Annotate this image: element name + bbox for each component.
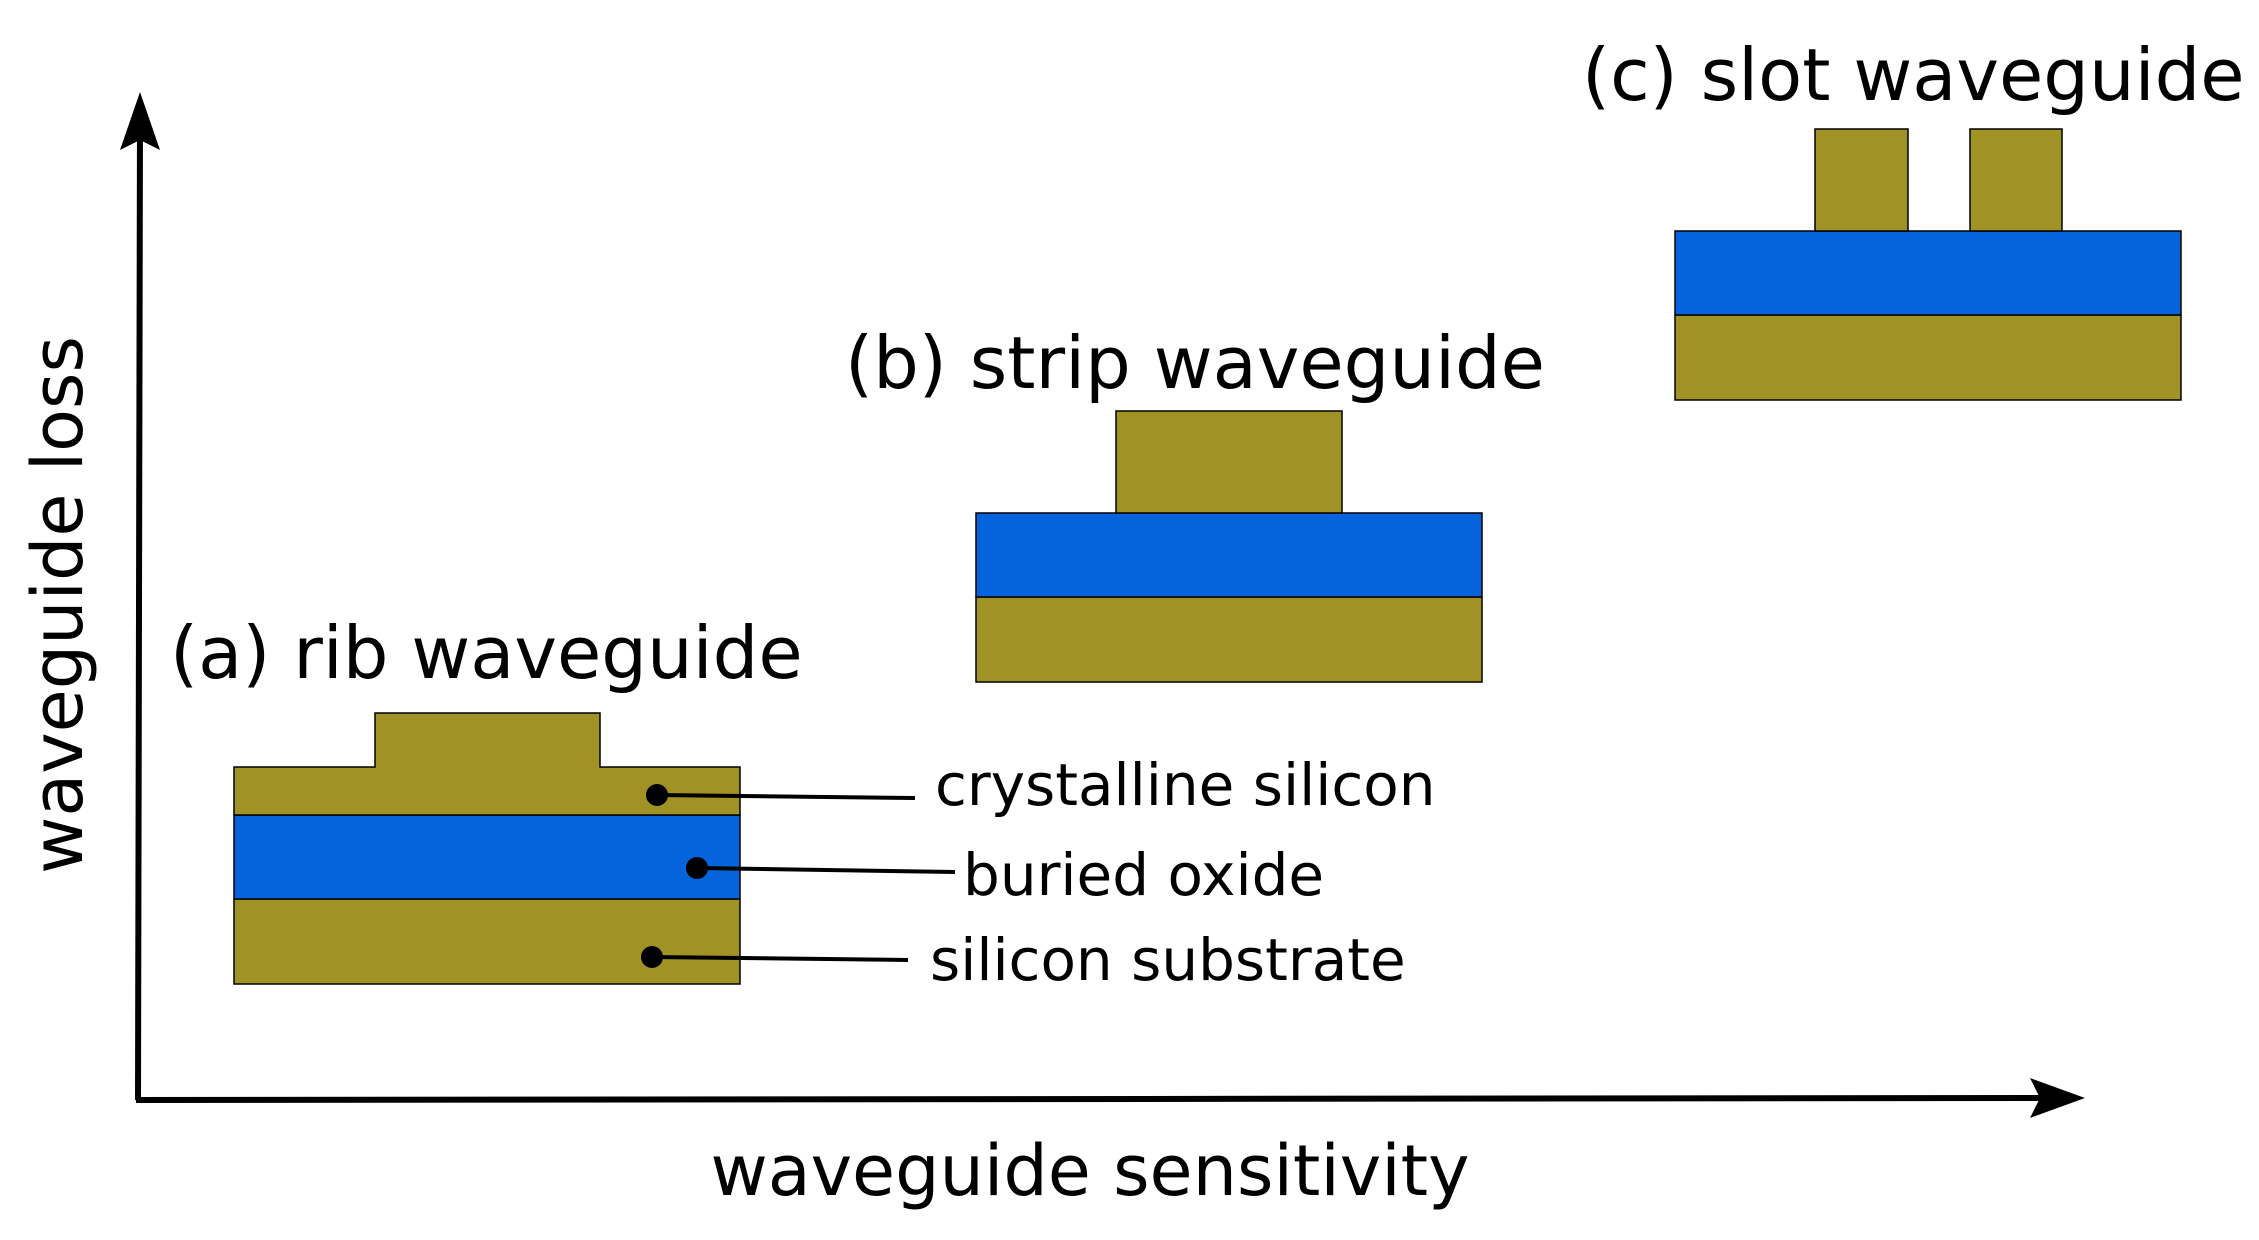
slot-buried-oxide [1674, 230, 2182, 316]
label-crystalline-silicon: crystalline silicon [935, 751, 1435, 819]
x-axis [135, 1095, 2041, 1103]
strip-silicon-substrate [975, 596, 1483, 683]
slot-waveguide: (c) slot waveguide [1582, 33, 2245, 401]
rib-crystalline-silicon [233, 712, 741, 816]
callout-line-silicon-substrate [651, 955, 909, 962]
strip-waveguide-title: (b) strip waveguide [845, 321, 1545, 405]
callout-dot-silicon-substrate [641, 946, 663, 968]
rib-buried-oxide [233, 814, 741, 900]
axes [120, 92, 2085, 1118]
rib-waveguide: (a) rib waveguide [170, 611, 803, 985]
y-axis-arrowhead [120, 92, 160, 150]
slot-left-rail [1814, 128, 1909, 232]
y-axis-label: waveguide loss [17, 336, 99, 874]
label-buried-oxide: buried oxide [963, 841, 1324, 909]
layer-callouts: crystalline silicon buried oxide silicon… [641, 751, 1435, 994]
x-axis-label: waveguide sensitivity [710, 1130, 1469, 1212]
strip-crystalline-silicon [1115, 410, 1343, 514]
strip-buried-oxide [975, 512, 1483, 598]
callout-dot-crystalline-silicon [646, 784, 668, 806]
rib-silicon-substrate [233, 898, 741, 985]
strip-waveguide: (b) strip waveguide [845, 321, 1545, 683]
callout-dot-buried-oxide [686, 857, 708, 879]
slot-right-rail [1969, 128, 2063, 232]
label-silicon-substrate: silicon substrate [930, 926, 1406, 994]
slot-silicon-substrate [1674, 314, 2182, 401]
callout-line-buried-oxide [696, 866, 956, 874]
rib-waveguide-title: (a) rib waveguide [170, 611, 803, 695]
y-axis [135, 114, 143, 1101]
x-axis-arrowhead [2030, 1078, 2085, 1118]
callout-line-crystalline-silicon [656, 793, 916, 800]
slot-waveguide-title: (c) slot waveguide [1582, 33, 2245, 117]
